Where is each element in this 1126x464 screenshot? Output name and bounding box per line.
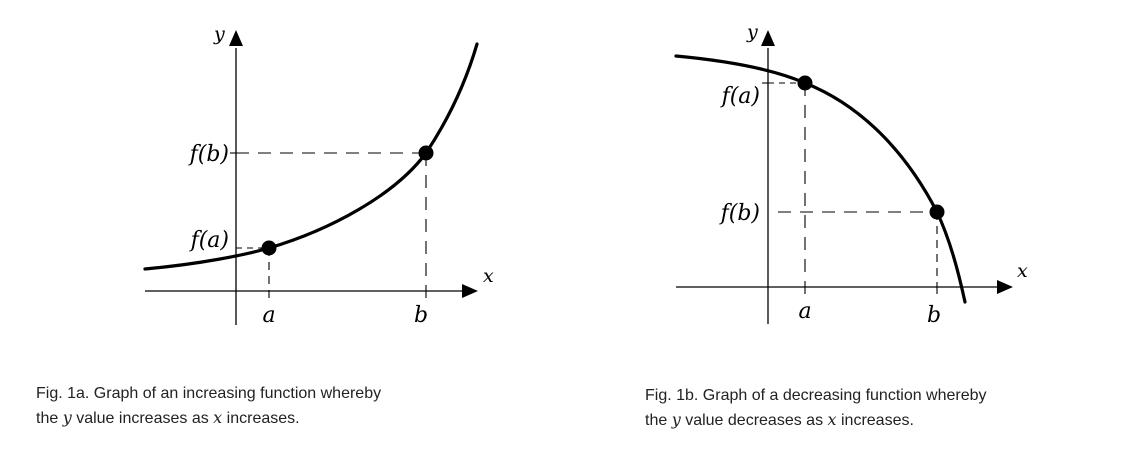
fb-label: f(b) bbox=[719, 201, 760, 226]
y-axis-label: y bbox=[746, 21, 758, 43]
a-label: a bbox=[798, 299, 811, 324]
b-label: b bbox=[414, 303, 428, 328]
x-axis-label: x bbox=[1017, 260, 1028, 282]
caption-line-2: the y value decreases as x increases. bbox=[645, 408, 987, 433]
caption-variable-x: x bbox=[213, 408, 223, 427]
decreasing-curve bbox=[674, 54, 967, 304]
a-label: a bbox=[262, 303, 275, 328]
caption-line-1: Fig. 1a. Graph of an increasing function… bbox=[36, 385, 382, 402]
y-axis-label: y bbox=[213, 23, 225, 45]
caption-line-2: the y value increases as x increases. bbox=[36, 406, 381, 431]
point-a-fa bbox=[797, 75, 813, 91]
figure-1a-graph: y x f(b) f(a) a b bbox=[143, 23, 494, 328]
caption-variable-y: y bbox=[62, 408, 72, 427]
caption-line-1: Fig. 1b. Graph of a decreasing function … bbox=[645, 387, 987, 404]
fa-label: f(a) bbox=[189, 228, 229, 253]
increasing-curve bbox=[143, 42, 479, 271]
caption-text: increases. bbox=[841, 412, 914, 429]
figure-1b-graph: y x f(a) f(b) a b bbox=[674, 21, 1028, 328]
y-axis-arrowhead bbox=[229, 30, 243, 46]
caption-variable-y: y bbox=[671, 410, 681, 429]
fa-label: f(a) bbox=[720, 84, 760, 109]
caption-variable-x: x bbox=[827, 410, 837, 429]
caption-text: value decreases as bbox=[685, 412, 824, 429]
caption-fig-1b: Fig. 1b. Graph of a decreasing function … bbox=[645, 384, 987, 433]
caption-text: increases. bbox=[226, 410, 300, 427]
caption-fig-1a: Fig. 1a. Graph of an increasing function… bbox=[36, 382, 381, 431]
point-b-fb bbox=[929, 204, 945, 220]
caption-text: value increases as bbox=[76, 410, 209, 427]
point-b-fb bbox=[418, 145, 434, 161]
caption-text: the bbox=[645, 412, 668, 429]
x-axis-arrowhead bbox=[997, 280, 1013, 294]
caption-text: the bbox=[36, 410, 59, 427]
b-label: b bbox=[927, 303, 941, 328]
fb-label: f(b) bbox=[188, 142, 229, 167]
point-a-fa bbox=[261, 240, 277, 256]
y-axis-arrowhead bbox=[761, 30, 775, 46]
x-axis-label: x bbox=[483, 265, 494, 287]
x-axis-arrowhead bbox=[462, 284, 478, 298]
